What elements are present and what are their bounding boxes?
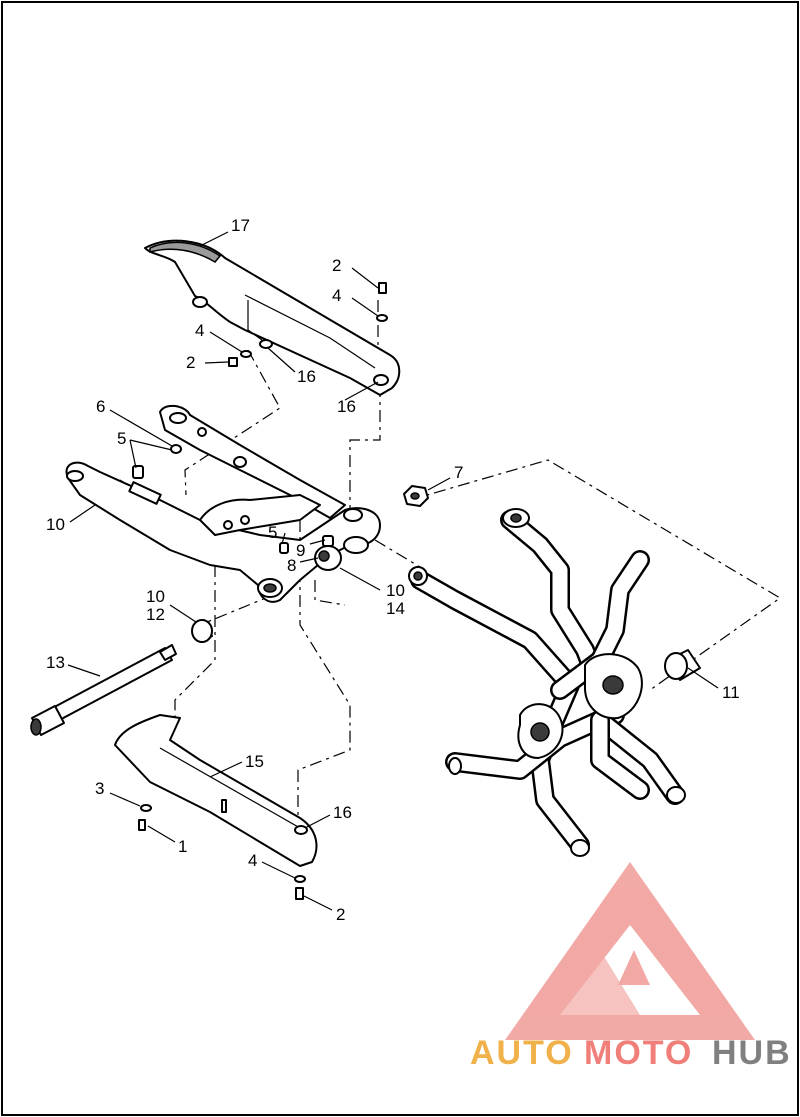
callout-10-left: 10 [46, 515, 65, 534]
callout-6: 6 [96, 397, 105, 416]
callout-3: 3 [95, 779, 104, 798]
leader-lines [67, 231, 719, 911]
callout-10-mid: 10 [386, 581, 405, 600]
callout-15: 15 [245, 752, 264, 771]
watermark-auto: AUTO [470, 1034, 574, 1072]
watermark-hub: HUB [712, 1034, 792, 1072]
pivot-shaft [30, 644, 177, 736]
watermark-moto: MOTO [584, 1034, 693, 1072]
upper-belt-guard [144, 239, 401, 396]
callout-10-low: 10 [146, 587, 165, 606]
callout-8: 8 [287, 556, 296, 575]
callout-4-top: 4 [332, 286, 341, 305]
callout-12: 12 [146, 605, 165, 624]
callout-2-low: 2 [336, 905, 345, 924]
hardware [132, 282, 701, 900]
callout-2-left: 2 [186, 353, 195, 372]
callout-16-upper: 16 [297, 367, 316, 386]
callout-16-low: 16 [333, 803, 352, 822]
callout-13: 13 [46, 653, 65, 672]
callout-16-right: 16 [337, 397, 356, 416]
callout-14: 14 [386, 599, 405, 618]
callout-9: 9 [296, 541, 305, 560]
callout-7: 7 [454, 463, 463, 482]
callout-numbers: 17 2 4 4 2 16 16 6 5 7 10 5 9 8 10 14 10… [46, 216, 740, 924]
callout-1: 1 [178, 837, 187, 856]
callout-11: 11 [722, 683, 740, 702]
watermark-text: AUTO MOTO HUB [470, 1034, 792, 1072]
callout-2-top: 2 [332, 256, 341, 275]
callout-17: 17 [231, 216, 250, 235]
watermark-logo [505, 862, 755, 1040]
lower-belt-guard [114, 714, 318, 867]
callout-4-left: 4 [195, 321, 204, 340]
swingarm [65, 404, 381, 603]
frame-tubes [408, 508, 686, 857]
callout-4-low: 4 [248, 851, 257, 870]
callout-5-mid: 5 [268, 523, 277, 542]
callout-5-left: 5 [117, 429, 126, 448]
